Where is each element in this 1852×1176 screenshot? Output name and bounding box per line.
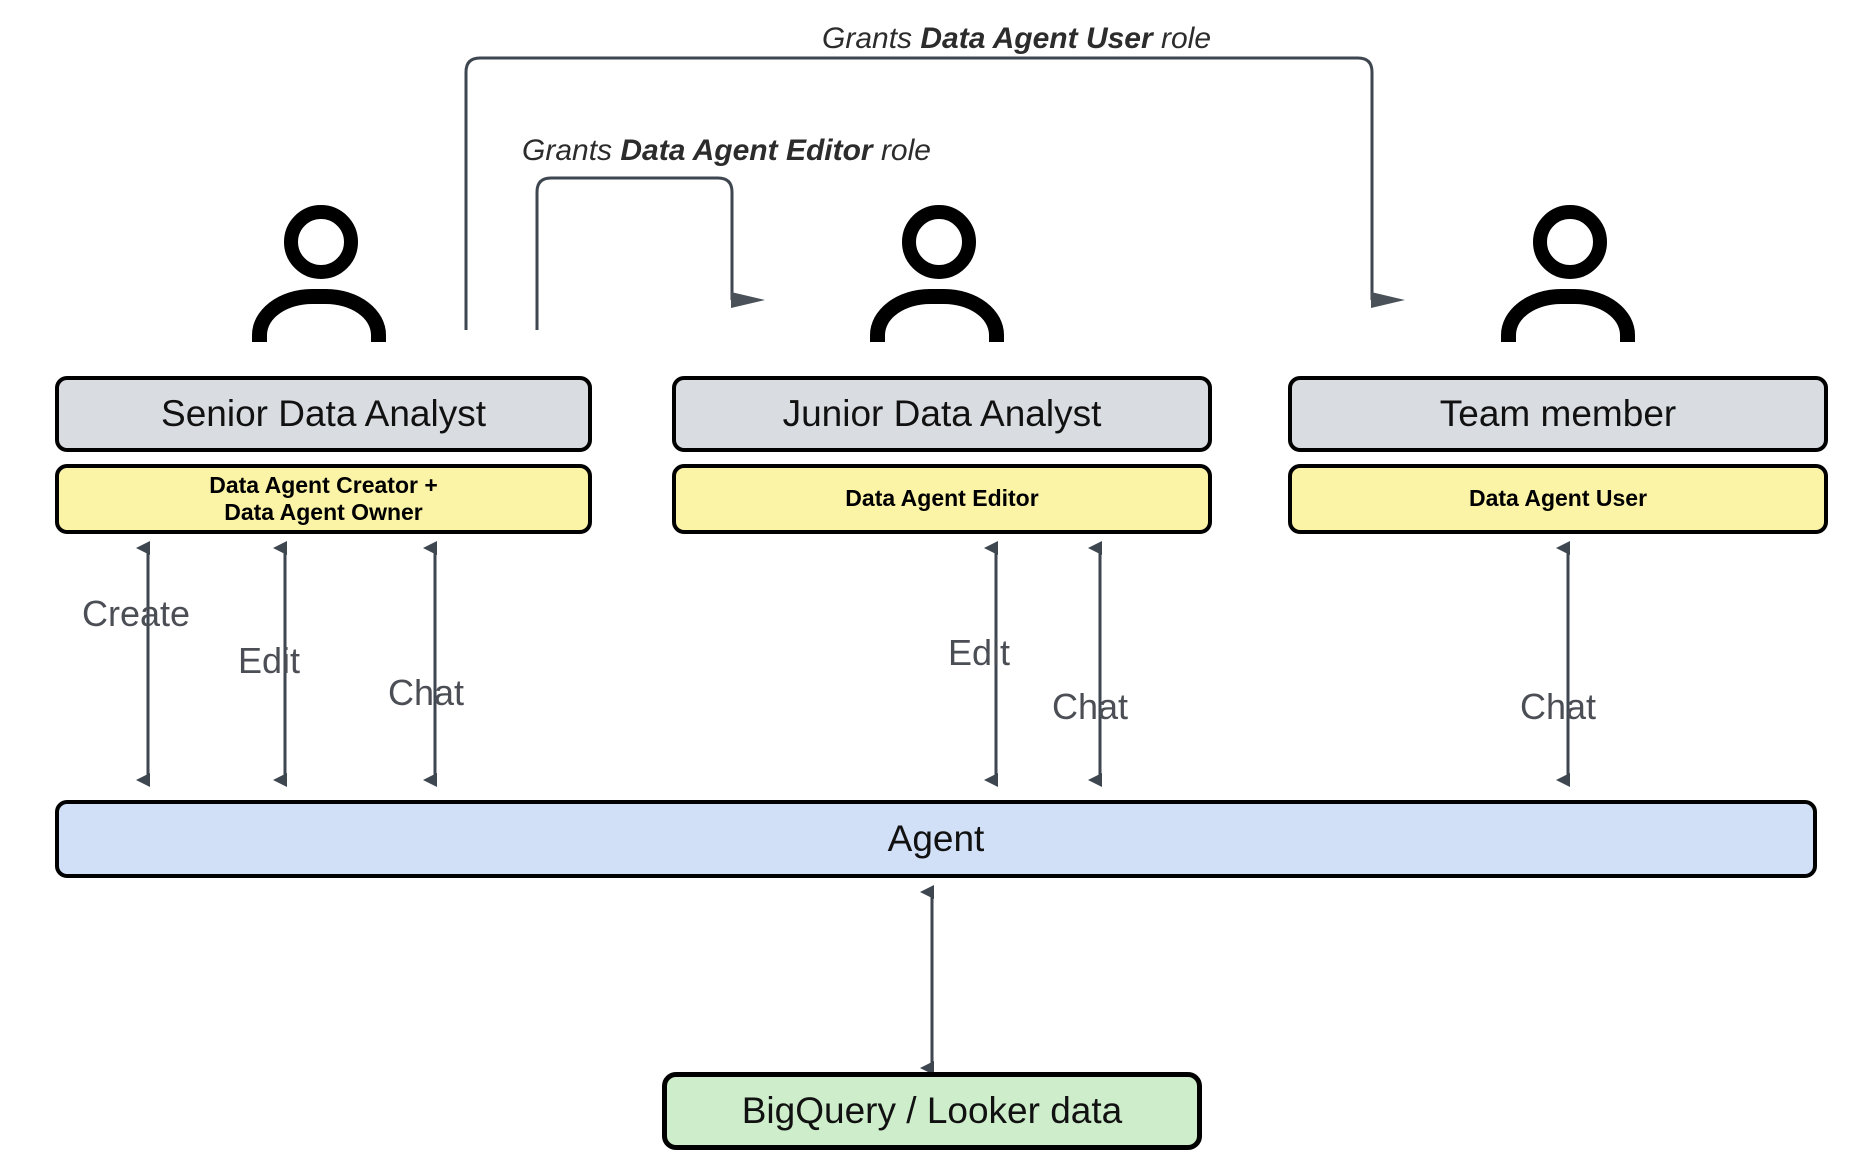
edge-label-senior-edit: Edit — [238, 640, 301, 681]
agent-node[interactable]: Agent — [55, 800, 1817, 878]
person-head-icon — [1533, 205, 1607, 279]
person-head-icon — [284, 205, 358, 279]
grant-suffix: role — [872, 134, 931, 167]
node-role-senior-data-analyst[interactable]: Data Agent Creator + Data Agent Owner — [55, 464, 592, 534]
node-title-team-member[interactable]: Team member — [1288, 376, 1828, 452]
node-role-line-1: Data Agent Editor — [845, 485, 1039, 512]
node-role-junior-data-analyst[interactable]: Data Agent Editor — [672, 464, 1212, 534]
grant-suffix: role — [1152, 22, 1212, 55]
datasource-label: BigQuery / Looker data — [741, 1090, 1123, 1131]
grant-label-data-agent-user: Grants Data Agent User role — [822, 22, 1211, 56]
node-title-label: Senior Data Analyst — [161, 393, 486, 434]
edge-label-junior-edit: Edit — [948, 632, 1011, 673]
edge-label-junior-chat: Chat — [1052, 686, 1129, 727]
edge-label-senior-create: Create — [82, 593, 191, 634]
person-icon-senior-data-analyst — [244, 205, 386, 342]
node-role-line-1: Data Agent User — [1468, 485, 1648, 512]
person-icon-junior-data-analyst — [862, 205, 1004, 342]
grant-prefix: Grants — [522, 134, 621, 167]
person-head-icon — [902, 205, 976, 279]
grant-role: Data Agent User — [920, 22, 1153, 55]
grant-role: Data Agent Editor — [620, 134, 873, 167]
node-title-junior-data-analyst[interactable]: Junior Data Analyst — [672, 376, 1212, 452]
grant-label-data-agent-editor: Grants Data Agent Editor role — [522, 134, 931, 168]
edge-label-team-chat: Chat — [1520, 686, 1597, 727]
person-icon-team-member — [1493, 205, 1635, 342]
grant-prefix: Grants — [822, 22, 921, 55]
person-shoulders-icon — [252, 289, 386, 342]
person-shoulders-icon — [1501, 289, 1635, 342]
node-role-team-member[interactable]: Data Agent User — [1288, 464, 1828, 534]
node-title-senior-data-analyst[interactable]: Senior Data Analyst — [55, 376, 592, 452]
agent-label: Agent — [887, 818, 985, 859]
connector-grant-editor — [535, 176, 765, 330]
node-title-label: Junior Data Analyst — [782, 393, 1102, 434]
person-shoulders-icon — [870, 289, 1004, 342]
datasource-node[interactable]: BigQuery / Looker data — [662, 1072, 1202, 1150]
node-title-label: Team member — [1439, 393, 1677, 434]
node-role-line-1: Data Agent Creator + — [209, 471, 438, 498]
edge-label-senior-chat: Chat — [388, 672, 465, 713]
node-role-line-2: Data Agent Owner — [224, 499, 423, 525]
